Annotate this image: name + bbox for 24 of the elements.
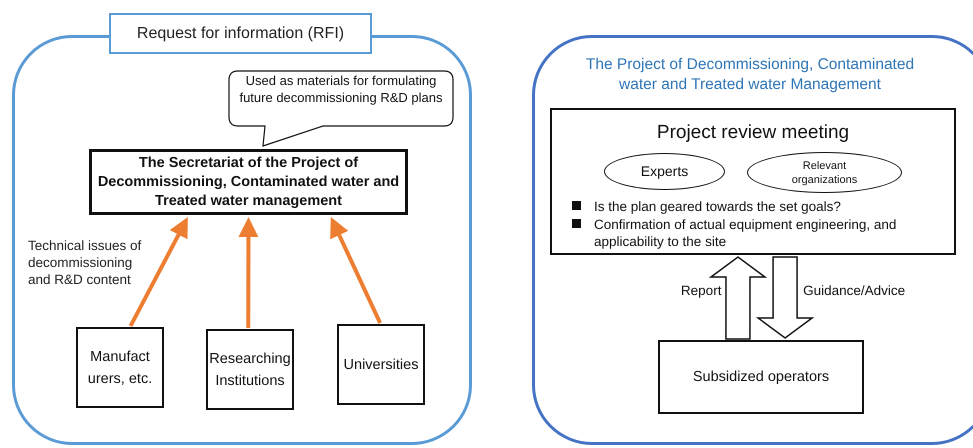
ellipse-node: Relevant organizations [747,152,902,193]
rounded-panel [532,35,973,445]
bullet-item: Confirmation of actual equipment engineering, and applicability to the site [572,216,952,250]
edge-label: Report [680,283,722,298]
process-box: Manufact urers, etc. [76,327,164,408]
speech-bubble [228,70,454,148]
arrow [238,217,258,328]
organization-box: The Secretariat of the Project of Decommissioning, Contaminated water and Treated water management [89,149,408,215]
callout-text: Used as materials for formulating future decommissioning R&D plans [238,72,444,106]
block-arrow [756,256,814,339]
meeting-box [550,108,956,255]
ellipse-node: Experts [604,153,725,190]
panel-heading: Request for information (RFI) [109,13,372,54]
process-box: Researching Institutions [206,329,294,410]
bullet-item: Is the plan geared towards the set goals? [572,198,952,215]
block-arrow [708,256,768,340]
process-box: Subsidized operators [658,340,864,414]
arrow [330,217,382,324]
annotation-text: Technical issues of decommissioning and R&D content [28,237,142,288]
box-heading: Project review meeting [656,122,850,144]
arrow [128,217,188,327]
edge-label: Guidance/Advice [803,283,906,298]
panel-title: The Project of Decommissioning, Contaminated water and Treated water Management [584,55,916,95]
process-box: Universities [337,324,425,405]
